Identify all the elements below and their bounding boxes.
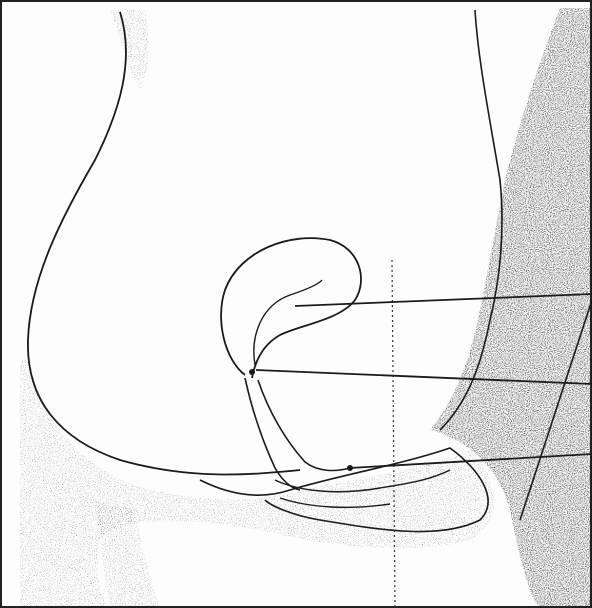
upper-left-shading xyxy=(110,10,148,90)
dotted-midline xyxy=(392,260,395,608)
body-outline xyxy=(28,12,300,474)
marker-dot-upper xyxy=(249,369,255,375)
canal-right-wall xyxy=(258,380,350,470)
organ-inner-cavity xyxy=(254,280,322,365)
lower-crease-shading xyxy=(20,360,494,608)
organ-outline xyxy=(221,238,361,378)
